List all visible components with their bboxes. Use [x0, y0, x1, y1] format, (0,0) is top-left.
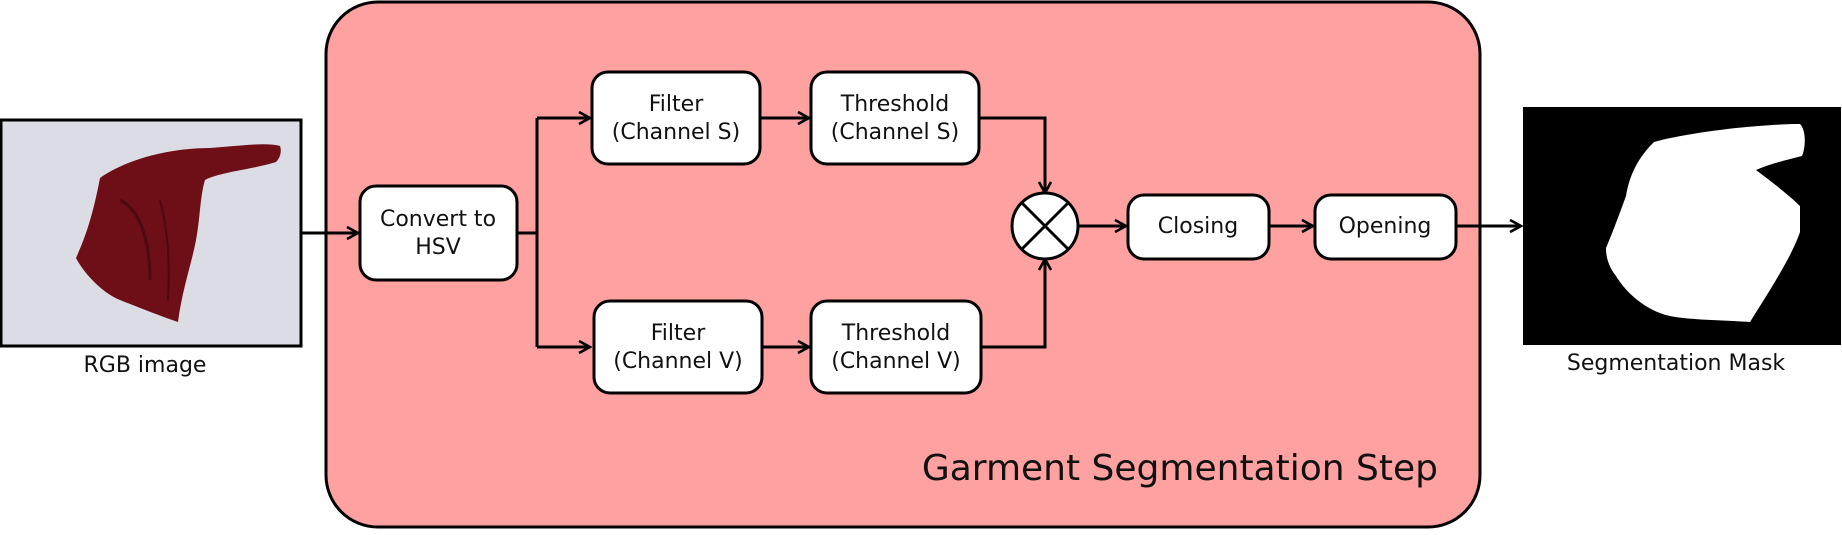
multiply-circle-icon [1010, 191, 1080, 261]
node-threshold-s: Threshold (Channel S) [809, 70, 981, 166]
node-threshold-v-line2: (Channel V) [831, 349, 961, 374]
node-threshold-v-line1: Threshold [841, 321, 950, 346]
connectors [301, 118, 1521, 347]
node-convert-hsv: Convert to HSV [358, 184, 519, 282]
node-threshold-v: Threshold (Channel V) [809, 299, 983, 395]
node-filter-s-line1: Filter [649, 92, 704, 117]
node-convert-hsv-line2: HSV [415, 235, 461, 260]
segmentation-mask-label: Segmentation Mask [1567, 351, 1786, 376]
segmentation-mask [1523, 107, 1841, 345]
node-filter-s-line2: (Channel S) [612, 120, 740, 145]
node-threshold-s-line1: Threshold [840, 92, 949, 117]
node-opening: Opening [1313, 193, 1458, 261]
rgb-image [0, 118, 303, 348]
connector-threshold-v-to-multiply [981, 259, 1045, 349]
connector-threshold-s-to-multiply [979, 116, 1045, 193]
node-filter-s: Filter (Channel S) [590, 70, 762, 166]
node-filter-v-line2: (Channel V) [613, 349, 743, 374]
segmentation-mask-icon [1606, 124, 1805, 322]
node-filter-v-line1: Filter [651, 321, 706, 346]
node-filter-v: Filter (Channel V) [592, 299, 764, 395]
node-opening-label: Opening [1339, 214, 1432, 239]
node-threshold-s-line2: (Channel S) [831, 120, 959, 145]
garment-photo-icon [76, 144, 281, 322]
node-closing: Closing [1126, 193, 1271, 261]
node-convert-hsv-line1: Convert to [380, 207, 496, 232]
rgb-image-label: RGB image [84, 353, 207, 378]
panel-title: Garment Segmentation Step [922, 448, 1438, 489]
node-closing-label: Closing [1158, 214, 1238, 239]
